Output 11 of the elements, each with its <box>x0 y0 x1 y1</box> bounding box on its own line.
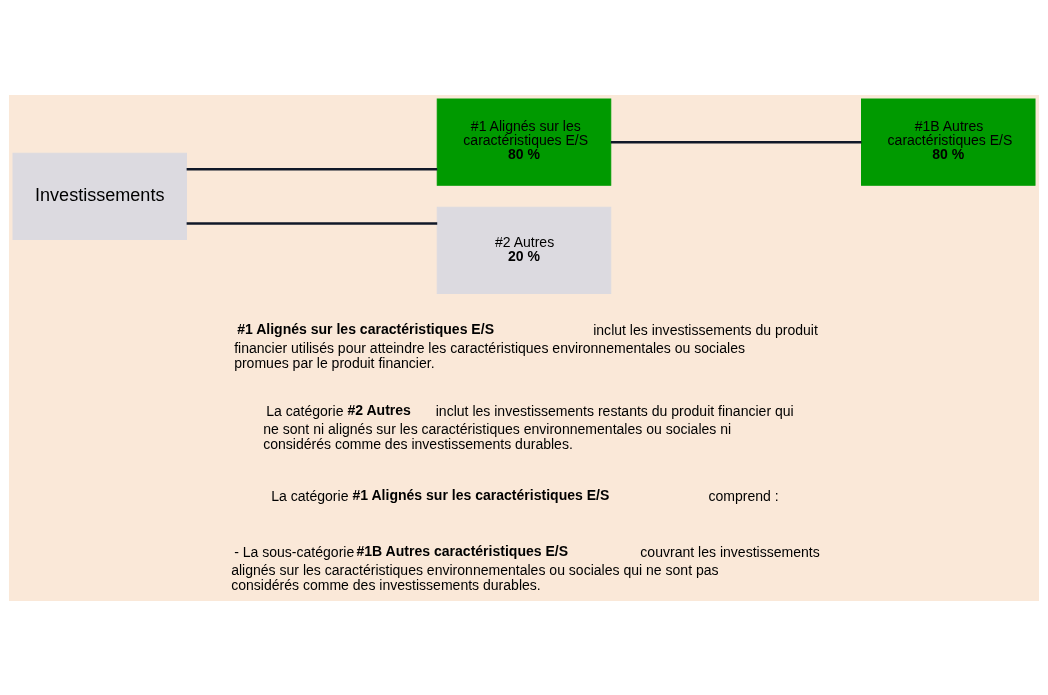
label: #1 Alignés sur les caractéristiques E/S inclut les investissements du produit financier utilisés pour atteindre les caractéristiques environnementales ou sociales promues par le produit financier. <box>234 320 818 371</box>
label: - La sous-catégorie #1B Autres caractéristiques E/S couvrant les investissements alignés sur les caractéristiques environnementales ou sociales qui ne sont pas considérés comme des investissements durables. <box>231 542 820 593</box>
node-box: Investissements <box>12 152 187 240</box>
label: La catégorie #2 Autres inclut les investissements restants du produit financier qui ne sont ni alignés sur les caractéristiques environnementales ou sociales ni considérés comme des investissements durables. <box>263 401 794 452</box>
node-box: #1 Alignés sur les caractéristiques E/S 80 % <box>436 98 612 186</box>
label: La catégorie #1 Alignés sur les caractéristiques E/S comprend : <box>271 486 779 504</box>
node-box: #1B Autres caractéristiques E/S 80 % <box>861 98 1036 186</box>
connector <box>186 221 438 225</box>
connector <box>186 167 438 170</box>
node-box: #2 Autres 20 % <box>436 206 612 294</box>
connector <box>610 140 862 143</box>
